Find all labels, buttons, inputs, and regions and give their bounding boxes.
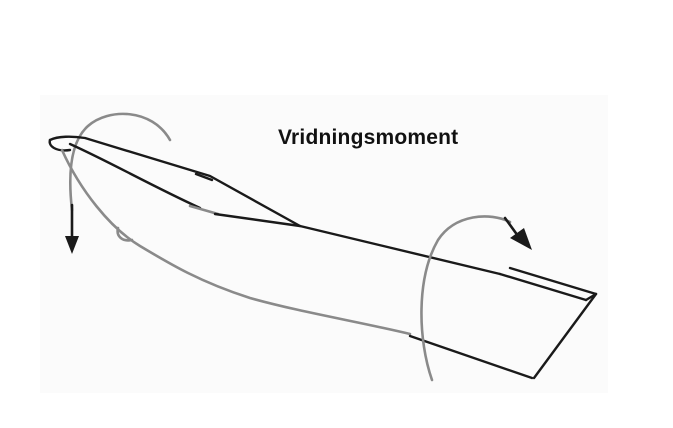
diagram-title: Vridningsmoment: [278, 126, 459, 149]
hand-rotation-arrow-curve: [68, 112, 172, 212]
elbow-section-corner: [584, 292, 598, 302]
fingertip-outline: [48, 138, 72, 152]
elbow-rotation-arrow-shaft: [503, 216, 520, 238]
forearm-lower-edge: [408, 334, 534, 380]
elbow-section-right: [532, 292, 598, 380]
elbow-rotation-arrow-curve: [420, 215, 512, 382]
hand-upper-outline: [48, 135, 302, 228]
elbow-section-inner: [498, 272, 588, 302]
elbow-section-top: [508, 266, 598, 296]
forearm-upper-edge: [213, 212, 502, 276]
hand-rotation-arrowhead: [65, 236, 79, 254]
elbow-rotation-arrowhead: [510, 228, 532, 250]
finger-crease-gray: [188, 204, 220, 216]
palm-lower-outline: [60, 148, 412, 336]
thumb-outline: [116, 226, 134, 242]
knuckle-highlight: [194, 172, 214, 182]
finger-crease-line: [68, 142, 202, 210]
